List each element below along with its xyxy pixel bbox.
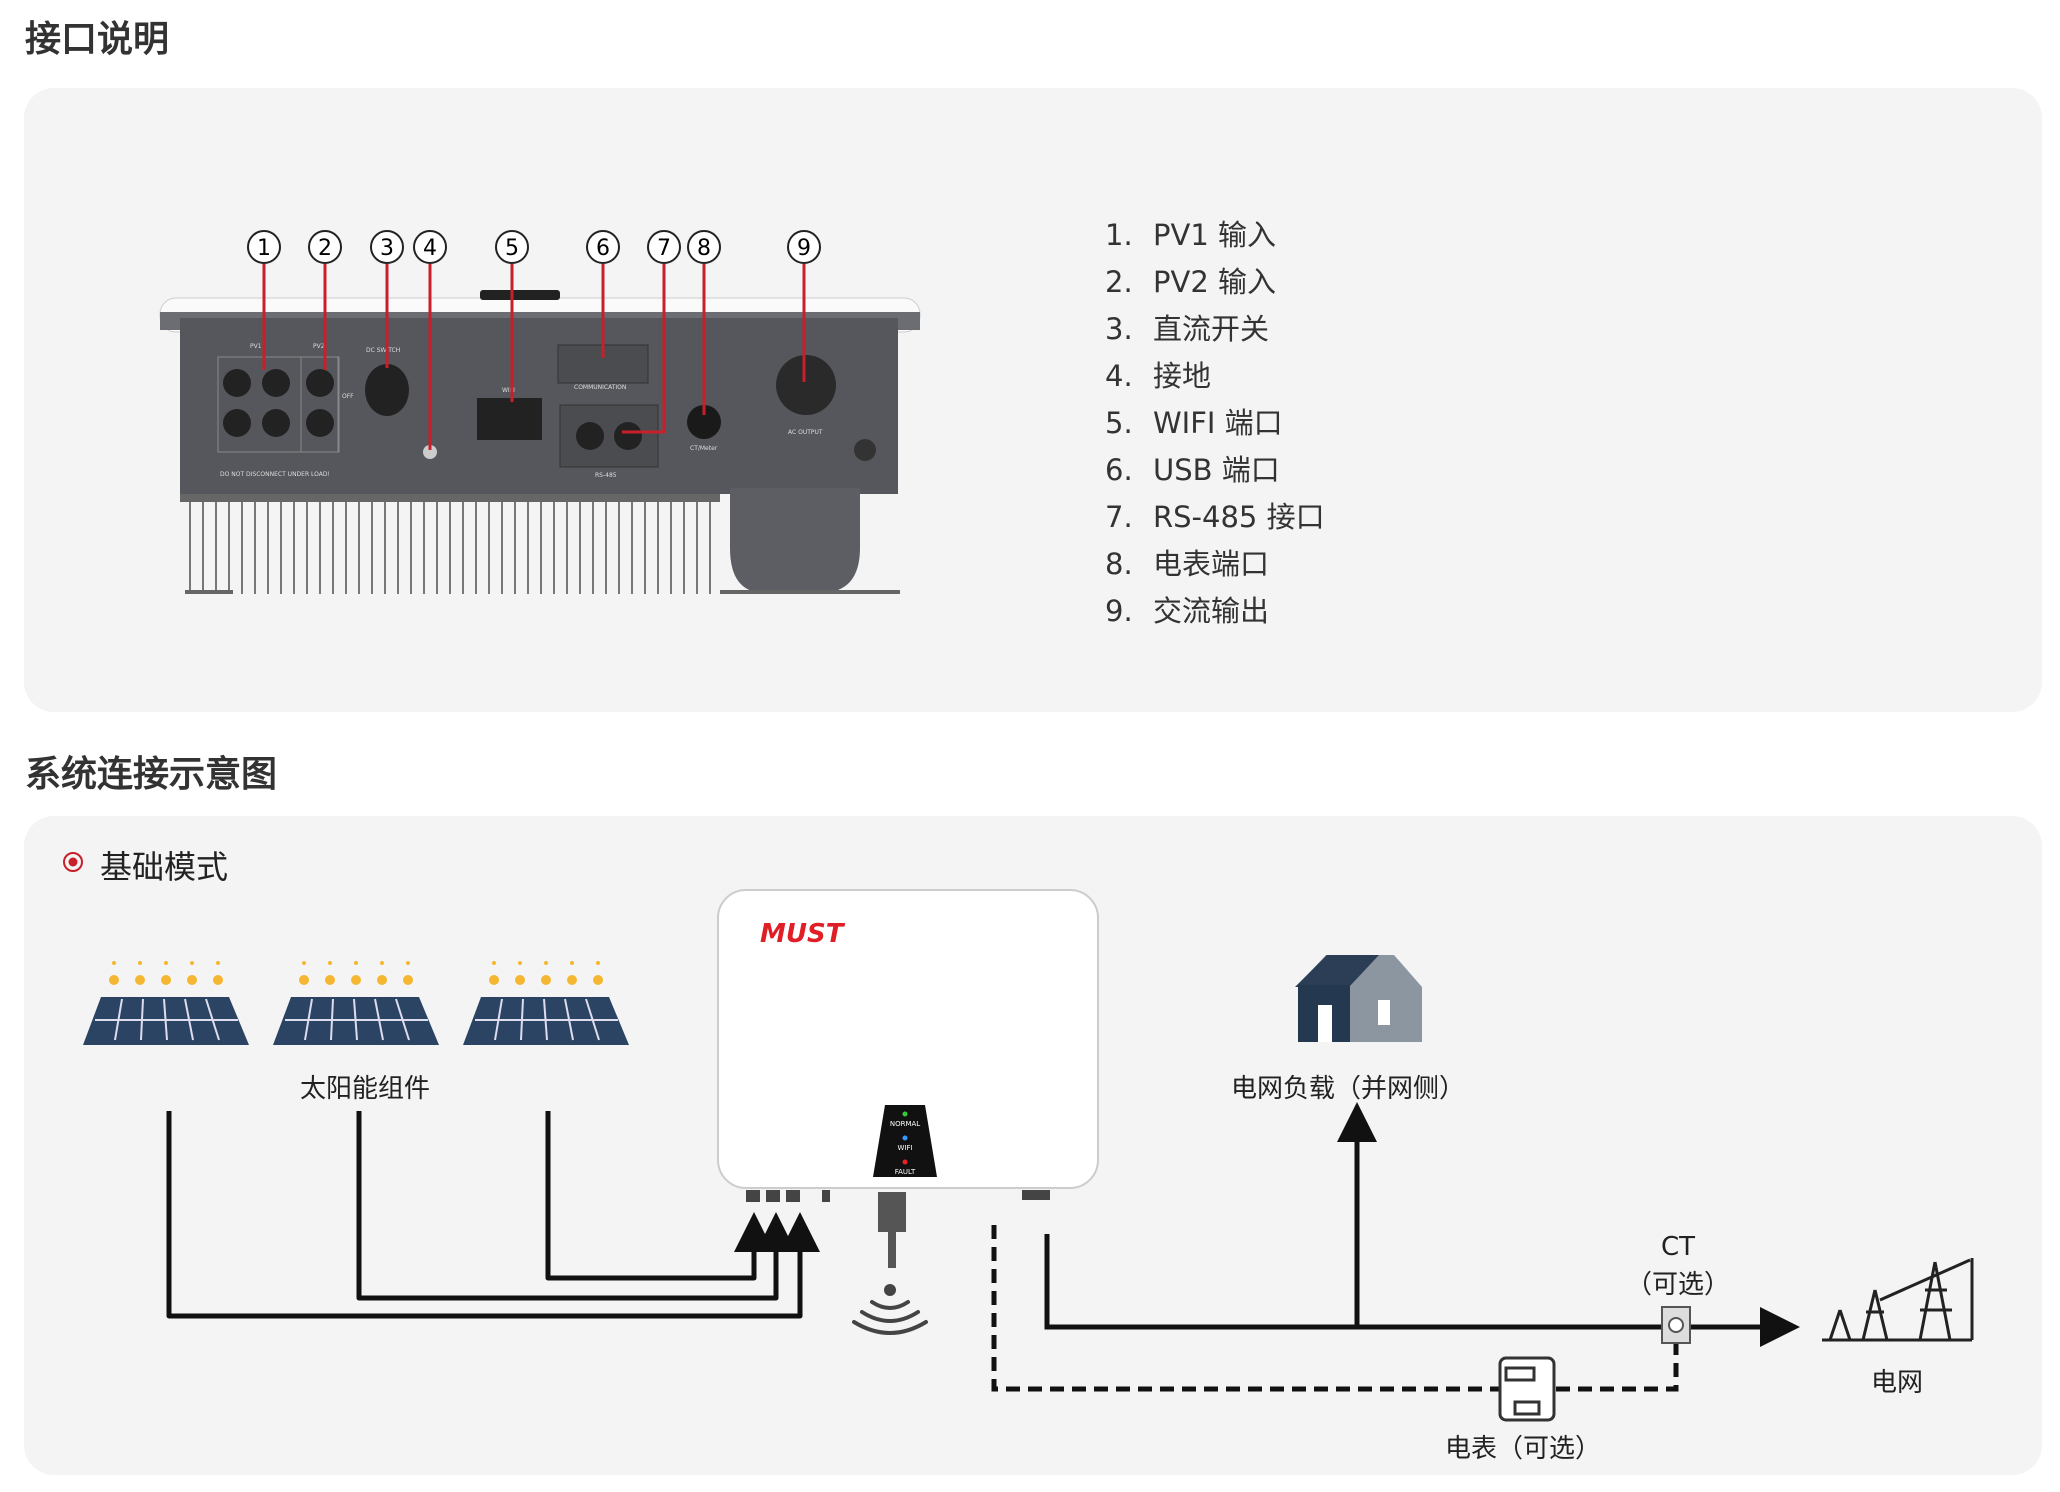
svg-text:2: 2 [318, 236, 332, 261]
interface-list: 1. PV1 输入 2. PV2 输入 3. 直流开关 4. 接地 5. WIFI 端口 6. USB… [1105, 212, 1325, 635]
callout-1: 1 [247, 230, 281, 264]
callout-7: 7 [647, 230, 681, 264]
callout-4: 4 [413, 230, 447, 264]
svg-text:3: 3 [380, 236, 394, 261]
solar-label: 太阳能组件 [299, 1074, 431, 1104]
ct-label: CT [1660, 1232, 1696, 1262]
svg-text:6: 6 [596, 236, 610, 261]
warning-label: DO NOT DISCONNECT UNDER LOAD! [220, 471, 330, 478]
callout-5: 5 [495, 230, 529, 264]
svg-text:5: 5 [505, 236, 519, 261]
interface-list-item: 4. 接地 [1105, 353, 1325, 400]
inverter-bottom-view: PV1 PV2 DC SWITCH OFF WIFI COMMUNICATION… [159, 230, 921, 594]
item-label: 接地 [1153, 359, 1212, 393]
callout-2: 2 [308, 230, 342, 264]
interface-list-item: 8. 电表端口 [1105, 541, 1325, 588]
pv-wires [166, 1111, 820, 1319]
item-number: 7. [1105, 500, 1133, 534]
callout-lines [262, 264, 806, 450]
item-label: PV1 输入 [1153, 218, 1276, 252]
ct-sensor-icon [1661, 1306, 1691, 1344]
grid-wire [1044, 1102, 1800, 1347]
rs485-label: RS-485 [595, 472, 617, 479]
inverter-body [159, 290, 921, 594]
item-number: 1. [1105, 218, 1133, 252]
ct-meter-label: CT/Meter [690, 445, 718, 452]
wifi-icon [852, 1284, 928, 1335]
interface-list-item: 7. RS-485 接口 [1105, 494, 1325, 541]
item-number: 8. [1105, 547, 1133, 581]
item-number: 9. [1105, 594, 1133, 628]
ac-output-label: AC OUTPUT [788, 429, 823, 436]
item-number: 6. [1105, 453, 1133, 487]
pv2-port-label: PV2 [313, 343, 325, 350]
must-logo: MUST [760, 919, 846, 949]
solar-panel-icon [463, 961, 629, 1045]
indicator-fault-label: FAULT [895, 1168, 916, 1176]
house-icon [1295, 955, 1422, 1042]
svg-text:1: 1 [257, 236, 271, 261]
item-label: PV2 输入 [1153, 265, 1276, 299]
load-label: 电网负载（并网侧） [1230, 1074, 1466, 1104]
svg-text:9: 9 [797, 236, 811, 261]
callout-6: 6 [586, 230, 620, 264]
svg-text:8: 8 [697, 236, 711, 261]
pv1-port-label: PV1 [250, 343, 262, 350]
solar-panel-icon [273, 961, 439, 1045]
item-number: 4. [1105, 359, 1133, 393]
svg-text:7: 7 [657, 236, 671, 261]
inverter-front [717, 889, 1099, 1268]
item-number: 3. [1105, 312, 1133, 346]
item-label: 直流开关 [1153, 312, 1270, 346]
meter-label: 电表（可选） [1444, 1434, 1602, 1464]
callout-3: 3 [370, 230, 404, 264]
item-label: 电表端口 [1153, 547, 1270, 581]
item-number: 5. [1105, 406, 1133, 440]
item-label: 交流输出 [1153, 594, 1270, 628]
dc-switch-label: DC SWITCH [366, 347, 400, 354]
meter-dashed-wire [991, 1225, 1679, 1392]
power-grid-icon [1822, 1258, 1974, 1342]
solar-panel-icon [83, 961, 249, 1045]
callout-8: 8 [687, 230, 721, 264]
meter-icon [1498, 1356, 1556, 1422]
interface-section-title: 接口说明 [25, 19, 170, 60]
communication-label: COMMUNICATION [574, 384, 626, 391]
item-label: WIFI 端口 [1153, 406, 1283, 440]
indicator-normal-label: NORMAL [890, 1120, 920, 1128]
interface-list-item: 9. 交流输出 [1105, 588, 1325, 635]
system-section-title: 系统连接示意图 [25, 754, 278, 795]
interface-list-item: 1. PV1 输入 [1105, 212, 1325, 259]
callout-9: 9 [787, 230, 821, 264]
item-label: USB 端口 [1153, 453, 1280, 487]
mode-radio-icon [63, 852, 83, 872]
ct-optional-label: （可选） [1625, 1270, 1731, 1300]
interface-list-item: 3. 直流开关 [1105, 306, 1325, 353]
off-label: OFF [342, 393, 354, 400]
interface-list-item: 5. WIFI 端口 [1105, 400, 1325, 447]
item-label: RS-485 接口 [1153, 500, 1325, 534]
interface-list-item: 6. USB 端口 [1105, 447, 1325, 494]
grid-label: 电网 [1870, 1368, 1924, 1398]
interface-list-item: 2. PV2 输入 [1105, 259, 1325, 306]
mode-label: 基础模式 [100, 848, 229, 886]
indicator-wifi-label: WIFI [897, 1144, 912, 1152]
wifi-port-label: WIFI [502, 387, 515, 394]
item-number: 2. [1105, 265, 1133, 299]
svg-text:4: 4 [423, 236, 437, 261]
